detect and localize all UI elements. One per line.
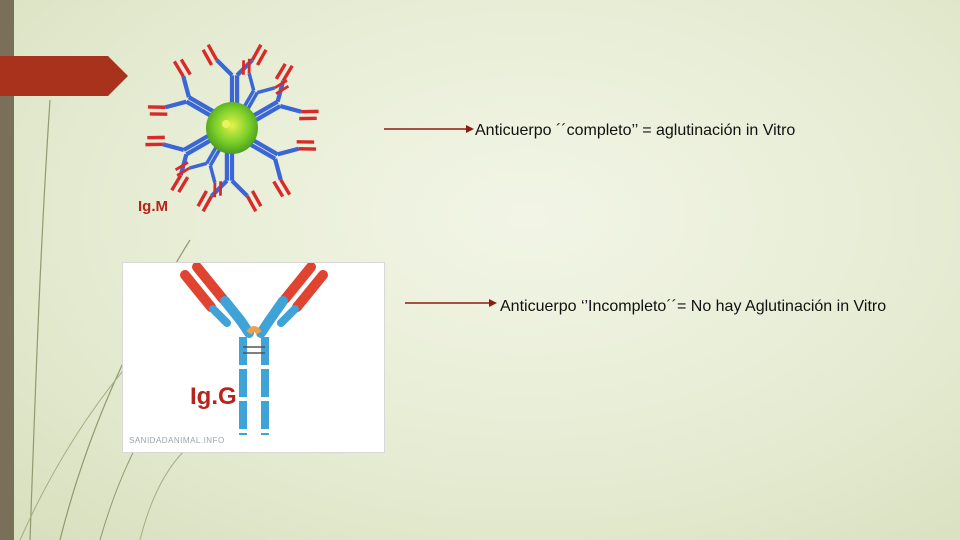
igg-image-card: Ig.G SANIDADANIMAL.INFO (122, 262, 385, 453)
title-accent-tab (0, 56, 128, 96)
arrow-icon (384, 125, 474, 133)
igg-label: Ig.G (190, 383, 237, 410)
igm-label: Ig.M (138, 198, 168, 215)
igm-pentamer-illustration (130, 28, 340, 228)
arrow-icon (405, 299, 497, 307)
caption-complete-antibody: Anticuerpo ´´completo’’ = aglutinación i… (475, 122, 796, 139)
image-watermark: SANIDADANIMAL.INFO (129, 436, 225, 445)
left-accent-bar (0, 0, 14, 540)
igg-antibody-illustration (180, 263, 328, 435)
caption-incomplete-antibody: Anticuerpo ‘’Incompleto´´= No hay Agluti… (500, 298, 887, 315)
